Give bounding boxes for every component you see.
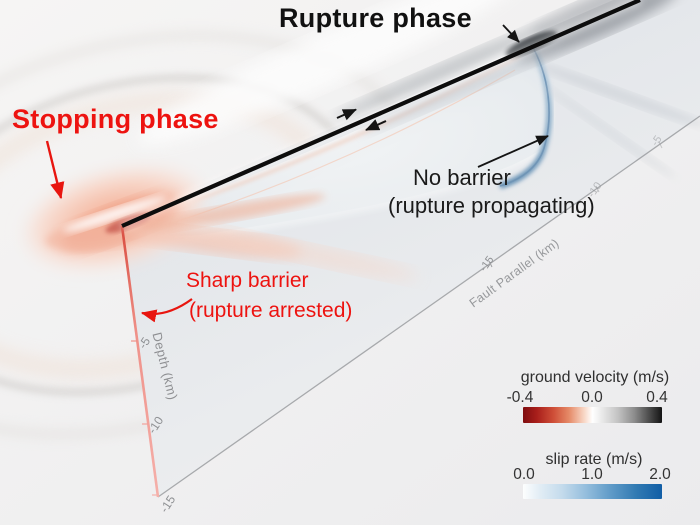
sr-tick-mid: 1.0 xyxy=(581,466,603,483)
no-barrier-label-line1: No barrier xyxy=(413,165,511,190)
fault-plane xyxy=(122,0,700,497)
no-barrier-arrow xyxy=(477,135,549,168)
gv-tick-mid: 0.0 xyxy=(581,389,603,406)
sharp-barrier-label-line2: (rupture arrested) xyxy=(189,299,353,322)
no-barrier-label-line2: (rupture propagating) xyxy=(388,193,595,218)
stopping-phase-blob xyxy=(19,164,418,279)
fault-trace-line xyxy=(120,0,642,231)
slip-direction-arrows xyxy=(336,108,387,131)
slip-rate-colorbar xyxy=(523,484,662,499)
stopping-front-line-2 xyxy=(174,69,516,223)
rupture-front-radiation xyxy=(333,0,700,179)
fault-parallel-axis xyxy=(157,115,700,498)
surface-bright-band xyxy=(136,0,524,145)
depth-axis-barrier-edge xyxy=(120,225,160,498)
gv-tick-min: -0.4 xyxy=(506,389,534,406)
sharp-barrier-arrow xyxy=(140,298,193,323)
sharp-barrier-label-line1: Sharp barrier xyxy=(186,269,309,292)
ground-velocity-colorbar-title: ground velocity (m/s) xyxy=(520,369,670,386)
rupture-phase-label: Rupture phase xyxy=(279,3,472,33)
rupture-phase-arrow xyxy=(502,24,520,43)
slip-rate-colorbar-title: slip rate (m/s) xyxy=(545,451,643,468)
stopping-phase-label: Stopping phase xyxy=(12,104,219,134)
sr-tick-min: 0.0 xyxy=(513,466,535,483)
gv-tick-max: 0.4 xyxy=(646,389,668,406)
sr-tick-max: 2.0 xyxy=(649,466,671,483)
stopping-phase-arrow xyxy=(45,140,65,200)
ground-velocity-colorbar xyxy=(523,407,662,423)
